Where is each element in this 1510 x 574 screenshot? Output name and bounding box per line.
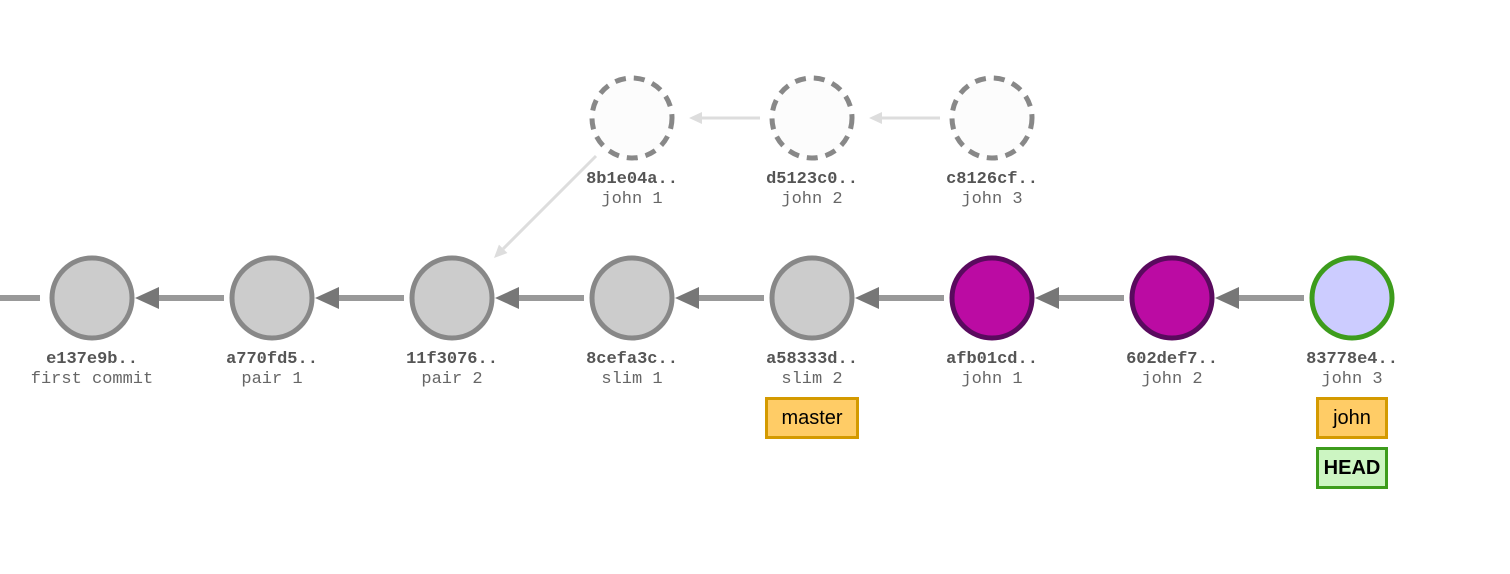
orphan-fork-edge-line <box>502 154 598 250</box>
parent-edge-5 <box>855 287 944 309</box>
parent-edge-5-arrowhead <box>855 287 879 309</box>
orphaned-commit-node[interactable] <box>949 75 1035 161</box>
commit-message: first commit <box>30 370 154 389</box>
parent-edge-2-arrowhead <box>315 287 339 309</box>
parent-edge-4-arrowhead <box>675 287 699 309</box>
commit-hash: a770fd5.. <box>226 350 318 369</box>
commit-hash: e137e9b.. <box>46 350 138 369</box>
orphaned-commit-message: john 3 <box>961 190 1023 209</box>
orphaned-commit-hash: c8126cf.. <box>946 170 1038 189</box>
parent-edge-3-arrowhead <box>495 287 519 309</box>
commit-message: pair 1 <box>241 370 303 389</box>
commit-hash: a58333d.. <box>766 350 858 369</box>
parent-edge-6-arrowhead <box>1035 287 1059 309</box>
commit-node[interactable] <box>769 255 855 341</box>
orphaned-commit-node[interactable] <box>589 75 675 161</box>
commit-node[interactable] <box>409 255 495 341</box>
commit-message: john 3 <box>1321 370 1383 389</box>
orphaned-commit-hash: d5123c0.. <box>766 170 858 189</box>
parent-edge-3 <box>495 287 584 309</box>
branch-badge-john[interactable]: john <box>1316 397 1388 439</box>
commit-node[interactable] <box>949 255 1035 341</box>
commit-node[interactable] <box>1129 255 1215 341</box>
commit-node[interactable] <box>1309 255 1395 341</box>
head-badge[interactable]: HEAD <box>1316 447 1388 489</box>
commit-message: slim 2 <box>781 370 843 389</box>
commit-message: slim 1 <box>601 370 663 389</box>
orphan-parent-edge-1-arrowhead <box>689 112 702 124</box>
parent-edge-2 <box>315 287 404 309</box>
commit-message: john 2 <box>1141 370 1203 389</box>
commit-node[interactable] <box>589 255 675 341</box>
commit-hash: 8cefa3c.. <box>586 350 678 369</box>
orphaned-commit-message: john 1 <box>601 190 663 209</box>
commit-hash: 83778e4.. <box>1306 350 1398 369</box>
orphan-parent-edge-2 <box>869 112 940 124</box>
commit-node[interactable] <box>229 255 315 341</box>
orphan-fork-edge-arrowhead <box>494 244 508 258</box>
commit-hash: 602def7.. <box>1126 350 1218 369</box>
commit-message: pair 2 <box>421 370 483 389</box>
parent-edge-6 <box>1035 287 1124 309</box>
commit-message: john 1 <box>961 370 1023 389</box>
parent-edge-1 <box>135 287 224 309</box>
branch-badge-master[interactable]: master <box>765 397 859 439</box>
orphan-parent-edge-1 <box>689 112 760 124</box>
parent-edge-1-arrowhead <box>135 287 159 309</box>
orphaned-commit-message: john 2 <box>781 190 843 209</box>
orphan-parent-edge-2-arrowhead <box>869 112 882 124</box>
parent-edge-4 <box>675 287 764 309</box>
orphaned-commit-node[interactable] <box>769 75 855 161</box>
parent-edge-7-arrowhead <box>1215 287 1239 309</box>
parent-edge-7 <box>1215 287 1304 309</box>
orphaned-commit-hash: 8b1e04a.. <box>586 170 678 189</box>
commit-hash: 11f3076.. <box>406 350 498 369</box>
commit-hash: afb01cd.. <box>946 350 1038 369</box>
orphan-fork-edge <box>494 154 598 258</box>
commit-node[interactable] <box>49 255 135 341</box>
